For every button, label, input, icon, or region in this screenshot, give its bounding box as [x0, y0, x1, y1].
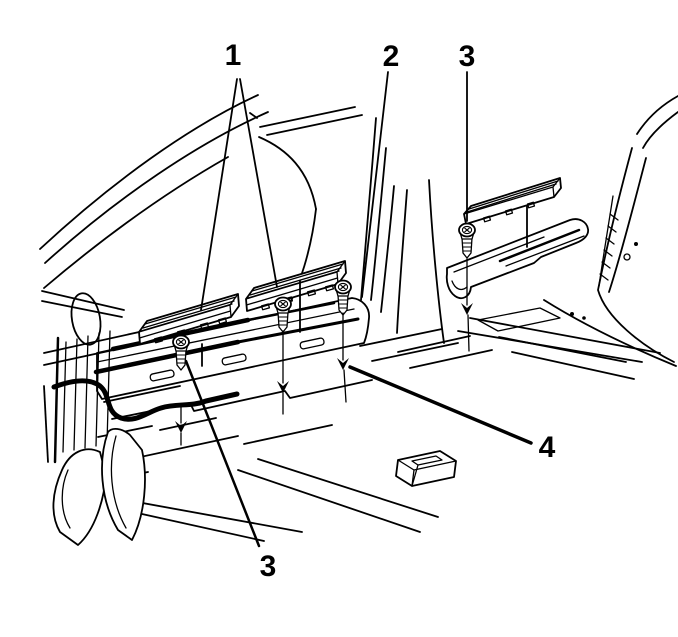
callout-label-1: 1	[224, 39, 242, 72]
screw-rear	[458, 222, 476, 259]
leader-4	[348, 365, 533, 445]
callout-label-2: 2	[382, 40, 400, 73]
front-rocker-panel	[93, 297, 370, 400]
rear-rocker-trim	[445, 218, 589, 300]
leader-2	[361, 71, 389, 298]
rear-sill-plate	[463, 177, 562, 225]
footrest-shapes	[52, 428, 146, 546]
floor-pan	[69, 299, 677, 542]
front-sill-plate-left	[138, 293, 240, 345]
rear-quarter	[597, 95, 678, 363]
callout-leader-lines	[184, 71, 533, 548]
floor-bracket	[395, 450, 457, 487]
callout-label-4: 4	[538, 431, 556, 464]
leader-1-right	[239, 78, 278, 288]
callout-label-3-bottom: 3	[259, 550, 277, 583]
alignment-guide-lines	[201, 205, 528, 367]
leader-1-left	[200, 78, 238, 311]
leader-3-bottom	[184, 359, 261, 548]
b-pillar	[360, 117, 445, 344]
callout-label-3-top: 3	[458, 40, 476, 73]
install-arrows	[175, 258, 473, 446]
wiring-harness	[51, 378, 240, 422]
